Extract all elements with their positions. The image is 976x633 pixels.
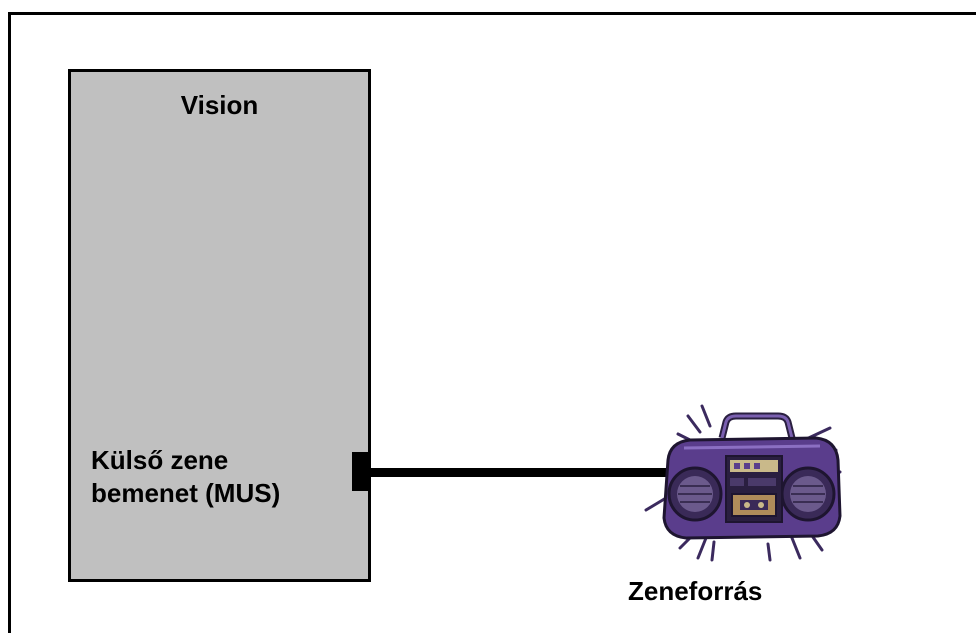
audio-cable — [370, 468, 670, 477]
boombox-icon — [644, 404, 842, 562]
vision-device-box: Vision Külső zene bemenet (MUS) — [68, 69, 371, 582]
music-source-label: Zeneforrás — [628, 576, 763, 606]
music-input-label: Külső zene bemenet (MUS) — [91, 445, 281, 508]
vibration-lines — [644, 404, 842, 562]
music-input-port — [352, 452, 371, 491]
device-title: Vision — [180, 90, 259, 120]
